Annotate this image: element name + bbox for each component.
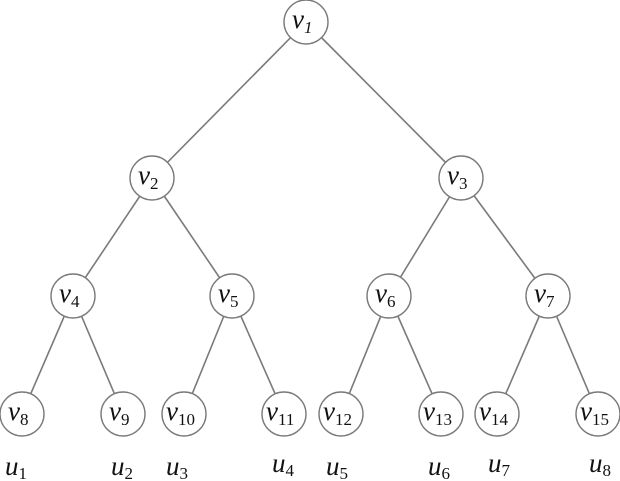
leaf-label-u3: u3 (166, 451, 188, 481)
node-label: v8 (8, 396, 28, 429)
node-circle (50, 273, 96, 319)
node-circle (575, 391, 620, 437)
node-circle (525, 273, 571, 319)
tree-edges (21, 21, 599, 415)
node-v13: v13 (418, 391, 464, 437)
node-v6: v6 (366, 273, 412, 319)
node-label: v12 (323, 396, 352, 429)
node-label: v7 (534, 278, 555, 311)
node-circle (474, 391, 520, 437)
node-v14: v14 (474, 391, 520, 437)
node-label: v15 (580, 396, 609, 429)
leaf-label-u8: u8 (589, 448, 611, 480)
node-circle (366, 273, 412, 319)
node-circle (418, 391, 464, 437)
node-label: v1 (292, 4, 312, 37)
node-label: v6 (375, 278, 395, 311)
node-label: v10 (166, 396, 195, 429)
leaf-label-u2: u2 (111, 451, 133, 481)
node-v3: v3 (438, 155, 484, 201)
node-circle (0, 391, 45, 437)
leaf-labels: u1 u2 u3 u4 u5 u6 u7 u8 (5, 448, 611, 481)
leaf-label-u7: u7 (488, 448, 511, 480)
node-v5: v5 (209, 273, 255, 319)
node-label: v3 (447, 160, 467, 193)
node-circle (261, 391, 307, 437)
node-v2: v2 (129, 155, 175, 201)
node-label: v5 (218, 278, 238, 311)
node-label: v14 (479, 396, 508, 429)
leaf-label-u6: u6 (428, 451, 450, 481)
node-v4: v4 (50, 273, 96, 319)
node-label: v9 (109, 396, 129, 429)
node-circle (100, 391, 146, 437)
edge-v1-v3 (305, 21, 462, 179)
node-v9: v9 (100, 391, 146, 437)
edge-v1-v2 (151, 21, 307, 179)
edge-v2-v5 (151, 177, 233, 297)
node-label: v13 (423, 396, 452, 429)
leaf-label-u4: u4 (272, 448, 295, 480)
edge-v2-v4 (72, 177, 153, 297)
leaf-label-u5: u5 (326, 451, 348, 481)
node-label: v4 (59, 278, 80, 311)
node-v11: v11 (261, 391, 307, 437)
node-circle (438, 155, 484, 201)
node-circle (283, 0, 329, 45)
node-v8: v8 (0, 391, 45, 437)
node-v12: v12 (318, 391, 364, 437)
node-v1: v1 (283, 0, 329, 45)
node-circle (209, 273, 255, 319)
edge-v3-v7 (460, 177, 549, 297)
node-circle (318, 391, 364, 437)
node-label: v2 (138, 160, 158, 193)
edge-v3-v6 (388, 177, 462, 297)
node-label: v11 (266, 396, 294, 429)
node-circle (129, 155, 175, 201)
tree-nodes: v1 v2 v3 v4 v5 v6 v7 v8 v9 v10 v11 v12 v13 v14 v15 (0, 0, 620, 437)
node-v15: v15 (575, 391, 620, 437)
node-v10: v10 (161, 391, 207, 437)
node-v7: v7 (525, 273, 571, 319)
leaf-label-u1: u1 (5, 451, 27, 481)
node-circle (161, 391, 207, 437)
